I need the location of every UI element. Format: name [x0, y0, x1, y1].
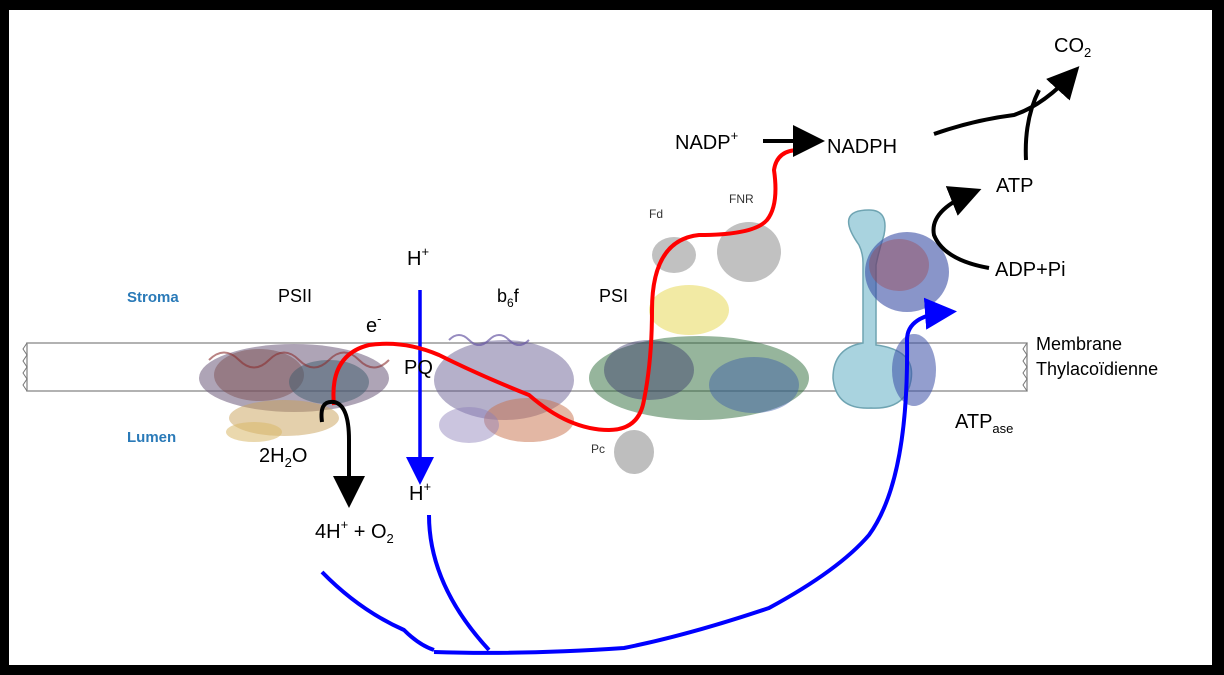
fd-fnr-proteins	[652, 222, 781, 282]
psii-complex	[199, 344, 390, 442]
atpase-label: ATPase	[955, 411, 1013, 436]
b6f-complex	[434, 334, 574, 443]
proton-lumen-label: H+	[409, 479, 431, 505]
fnr-label: FNR	[729, 192, 754, 206]
diagram-canvas: CO2 NADP+ NADPH ATP ADP+Pi FNR Fd H+ Str…	[9, 10, 1212, 665]
b6f-label: b6f	[497, 286, 520, 310]
nadph-label: NADPH	[827, 136, 897, 158]
adp-pi-label: ADP+Pi	[995, 259, 1066, 281]
electron-label: e-	[366, 311, 381, 337]
atp-synthase	[832, 209, 949, 409]
pq-label: PQ	[404, 357, 433, 379]
co2-label: CO2	[1054, 35, 1091, 60]
membrane-label-1: Membrane	[1036, 334, 1122, 354]
psi-complex	[589, 285, 809, 474]
fd-label: Fd	[649, 207, 663, 221]
membrane-label-2: Thylacoïdienne	[1036, 359, 1158, 379]
psii-label: PSII	[278, 286, 312, 306]
pc-label: Pc	[591, 442, 605, 456]
psi-label: PSI	[599, 286, 628, 306]
water-label: 2H2O	[259, 445, 307, 470]
diagram-labels: CO2 NADP+ NADPH ATP ADP+Pi FNR Fd H+ Str…	[127, 35, 1158, 546]
photosynthesis-diagram: CO2 NADP+ NADPH ATP ADP+Pi FNR Fd H+ Str…	[22, 35, 1158, 655]
lumen-label: Lumen	[127, 429, 176, 446]
electron-pathway	[331, 148, 800, 433]
reaction-arrows	[319, 66, 1080, 508]
stroma-label: Stroma	[127, 289, 179, 306]
proton-stroma-label: H+	[407, 244, 429, 270]
proton-pathway	[320, 290, 957, 655]
products-label: 4H+ + O2	[315, 517, 394, 546]
nadp-label: NADP+	[675, 128, 738, 154]
atp-label: ATP	[996, 175, 1033, 197]
